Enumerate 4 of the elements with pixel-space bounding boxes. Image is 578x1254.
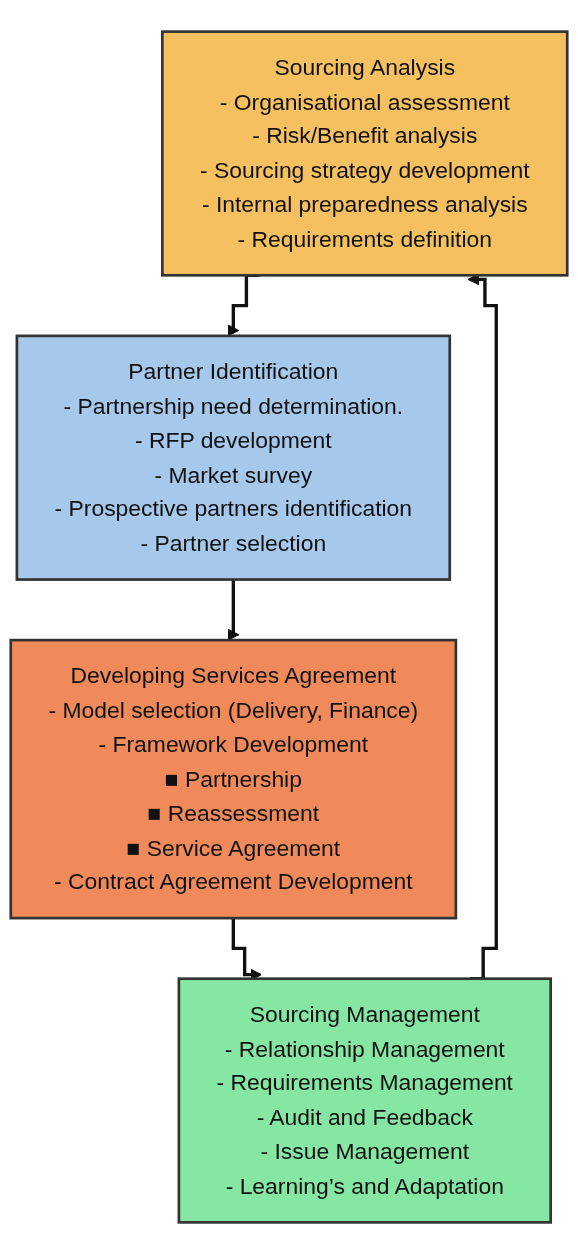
- node-box: Sourcing Management - Relationship Management - Requirements Management - Audit and Feedback - Issue Management - Learning’s and Adaptation: [177, 977, 553, 1224]
- node-box: Partner Identification - Partnership need determination. - RFP development - Market survey - Prospective partners identification - Partner selection: [15, 334, 452, 581]
- node-box: Sourcing Analysis - Organisational assessment - Risk/Benefit analysis - Sourcing strategy development - Internal preparedness analysis - Requirements definition: [161, 30, 569, 277]
- node-box: Developing Services Agreement - Model selection (Delivery, Finance) - Framework Development ■ Partnership ■ Reassessment ■ Service Agreement - Contract Agreement Development: [9, 638, 458, 920]
